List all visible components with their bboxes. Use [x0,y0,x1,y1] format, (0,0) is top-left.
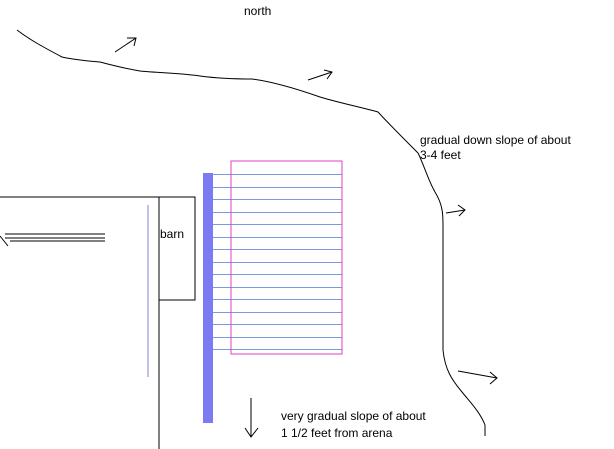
barn-building [0,196,196,449]
slope-arrow-icon [445,204,466,217]
arena-outline [230,160,343,355]
property-boundary-line [16,29,486,436]
slope-arrow-icon [114,37,137,53]
south-slope-note-line2: 1 1/2 feet from arena [281,426,393,440]
north-slope-note-line1: gradual down slope of about [420,133,571,147]
north-slope-note-line2: 3-4 feet [420,148,461,162]
driveway-lines [0,233,105,247]
fence-bar [203,173,213,423]
slope-arrow-icon [307,69,333,81]
north-label: north [244,4,272,18]
down-arrow-icon [244,398,259,438]
arena-rows [213,174,342,350]
barn-label: barn [160,227,185,241]
slope-arrow-icon [457,370,498,385]
south-slope-note-line1: very gradual slope of about [281,409,426,423]
